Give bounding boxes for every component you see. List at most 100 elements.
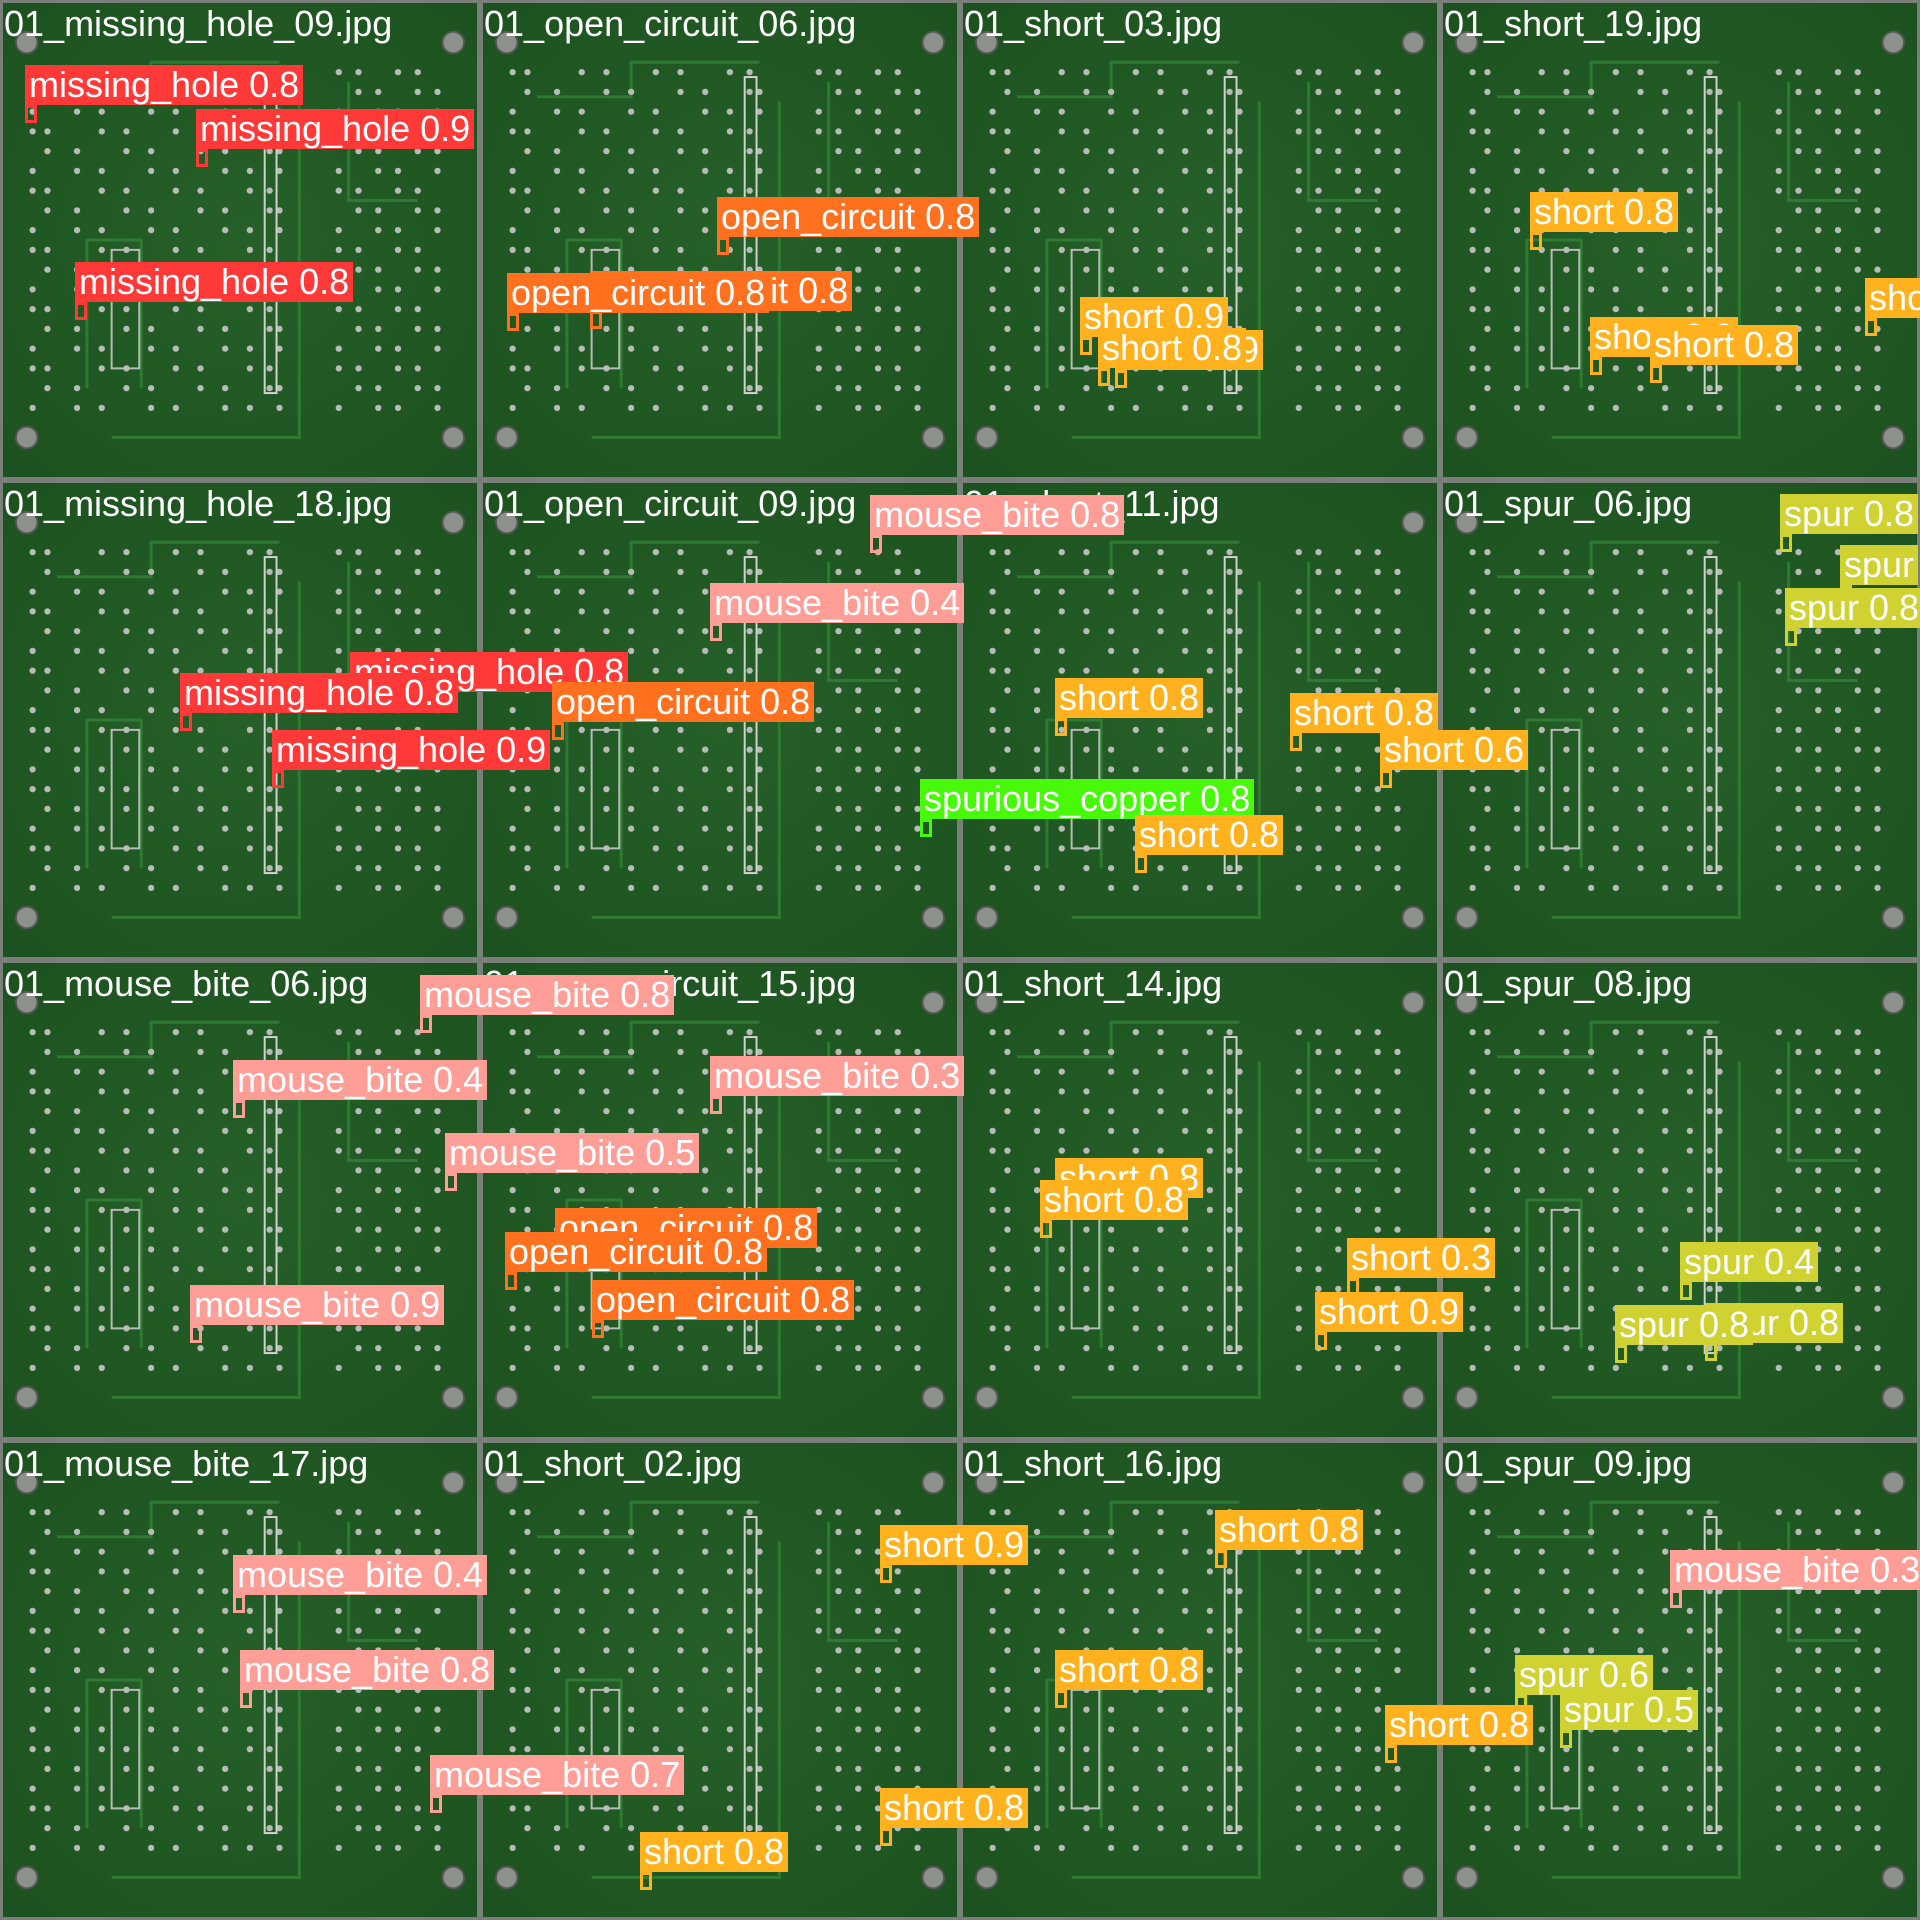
detection-box [1055, 1690, 1067, 1708]
detection-box [592, 1320, 604, 1338]
detection-box [710, 1096, 722, 1114]
detection-box [1080, 337, 1092, 355]
pcb-board-image [1440, 960, 1920, 1440]
pcb-board-image [1440, 0, 1920, 480]
detection-box [1705, 1343, 1717, 1361]
detection-box [1215, 1550, 1227, 1568]
detection-label: short 0.8 [1290, 693, 1439, 733]
pcb-board-image [1440, 1440, 1920, 1920]
detection-label: spurious_copper 0.8 [920, 779, 1255, 819]
detection-label: missing_hole 0.8 [180, 673, 459, 713]
detection-box [552, 722, 564, 740]
detection-box [430, 1795, 442, 1813]
detection-label: short 0.8 [1055, 1650, 1204, 1690]
detection-box [880, 1565, 892, 1583]
detection-label: mouse_bite 0.9 [190, 1285, 445, 1325]
detection-box [880, 1828, 892, 1846]
detection-box [717, 237, 729, 255]
detection-box [1098, 368, 1110, 386]
detection-box [1865, 318, 1877, 336]
detection-label: mouse_bite 0.5 [445, 1133, 700, 1173]
detection-box [507, 313, 519, 331]
detection-box [1615, 1345, 1627, 1363]
detection-label: mouse_bite 0.8 [870, 495, 1125, 535]
detection-label: short 0.9 [1315, 1292, 1464, 1332]
detection-box [505, 1272, 517, 1290]
detection-box [1560, 1730, 1572, 1748]
tile-filename: 01_short_14.jpg [964, 963, 1223, 1004]
tile-filename: 01_short_16.jpg [964, 1443, 1223, 1484]
detection-label: short 0.8 [1385, 1705, 1534, 1745]
detection-label: short 0.8 [1040, 1180, 1189, 1220]
detection-label: open_circuit 0.8 [505, 1232, 768, 1272]
detection-box [1780, 534, 1792, 552]
tile-filename: 01_short_19.jpg [1444, 3, 1703, 44]
detection-label: open_circuit 0.8 [507, 273, 770, 313]
detection-box [1385, 1745, 1397, 1763]
pcb-board-image [480, 1440, 960, 1920]
detection-label: missing_hole 0.8 [75, 262, 354, 302]
detection-box [272, 770, 284, 788]
detection-label: short 0.3 [1347, 1238, 1496, 1278]
tile-filename: 01_mouse_bite_06.jpg [4, 963, 369, 1004]
detection-box [590, 311, 602, 329]
detection-label: spur 0.8 [1780, 494, 1919, 534]
detection-box [190, 1325, 202, 1343]
tile-filename: 01_short_02.jpg [484, 1443, 743, 1484]
detection-label: short 0.8 [1098, 328, 1247, 368]
detection-label: mouse_bite 0.3 [710, 1056, 965, 1096]
detection-label: missing_hole 0.9 [272, 730, 551, 770]
detection-label: mouse_bite 0.8 [240, 1650, 495, 1690]
tile-filename: 01_spur_06.jpg [1444, 483, 1693, 524]
detection-box [1650, 365, 1662, 383]
detection-box [1290, 733, 1302, 751]
detection-label: short 0.8 [640, 1832, 789, 1872]
pcb-board-image [480, 960, 960, 1440]
detection-label: short 0.6 [1380, 730, 1529, 770]
detection-label: spur 0.6 [1515, 1655, 1654, 1695]
detection-box [1785, 628, 1797, 646]
detection-label: spur 0.8 [1785, 588, 1920, 628]
pcb-board-image [960, 960, 1440, 1440]
detection-label: mouse_bite 0.7 [430, 1755, 685, 1795]
detection-box [75, 302, 87, 320]
tile-filename: 01_missing_hole_09.jpg [4, 3, 393, 44]
pcb-board-image [1440, 480, 1920, 960]
pcb-board-image [960, 0, 1440, 480]
detection-label: short 0.8 [1055, 678, 1204, 718]
detection-box [180, 713, 192, 731]
tile-filename: 01_open_circuit_09.jpg [484, 483, 857, 524]
detection-box [1530, 232, 1542, 250]
detection-box [445, 1173, 457, 1191]
detection-label: short 0.8 [1215, 1510, 1364, 1550]
tile-filename: 01_open_circuit_06.jpg [484, 3, 857, 44]
pcb-tile: 01_missing_hole_18.jpg missing_hole 0.8 mi… [0, 480, 629, 960]
detection-label: spur 0.5 [1560, 1690, 1699, 1730]
detection-box [233, 1595, 245, 1613]
detection-box [1315, 1332, 1327, 1350]
tile-filename: 01_spur_08.jpg [1444, 963, 1693, 1004]
detection-box [240, 1690, 252, 1708]
detection-label: missing_hole 0.9 [196, 109, 475, 149]
detection-box [196, 149, 208, 167]
tile-filename: 01_missing_hole_18.jpg [4, 483, 393, 524]
detection-label: mouse_bite 0.3 [1670, 1550, 1920, 1590]
detection-label: mouse_bite 0.8 [420, 975, 675, 1015]
detection-label: missing_hole 0.8 [25, 65, 304, 105]
detection-box [1115, 370, 1127, 388]
detection-label: open_circuit 0.8 [592, 1280, 855, 1320]
detection-label: short 0.8 [1135, 815, 1284, 855]
detection-label: short 0.8 [1530, 192, 1679, 232]
detection-box [1040, 1220, 1052, 1238]
